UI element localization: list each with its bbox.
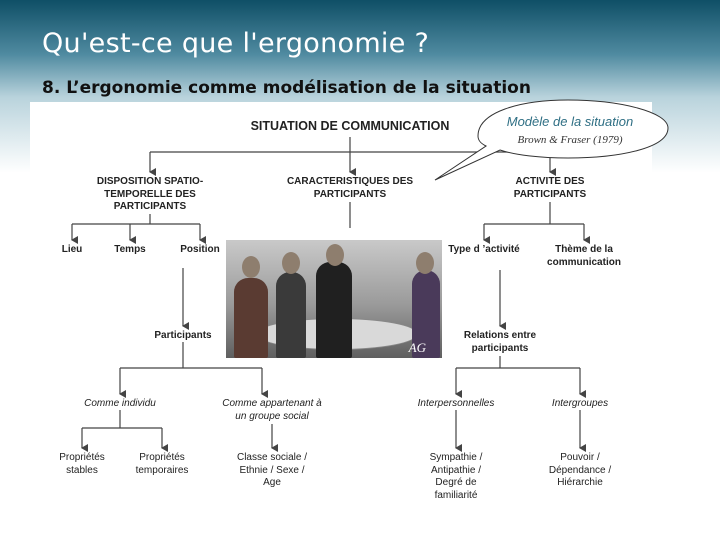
node-proprietes-temporaires: Propriétés temporaires <box>135 452 189 476</box>
bubble-title: Modèle de la situation <box>506 114 634 129</box>
photo-person-2 <box>276 272 306 358</box>
node-sympathie: Sympathie / Antipathie / Degré de famili… <box>429 452 483 501</box>
node-disposition: DISPOSITION SPATIO- TEMPORELLE DES PARTI… <box>96 176 204 212</box>
speech-bubble <box>434 99 669 181</box>
node-situation-communication: SITUATION DE COMMUNICATION <box>250 119 450 133</box>
node-activite: ACTIVITE DES PARTICIPANTS <box>513 176 587 200</box>
node-type-activite: Type d ’activité <box>448 244 520 255</box>
slide-subtitle: 8. L’ergonomie comme modélisation de la … <box>42 78 531 98</box>
node-lieu: Lieu <box>61 244 83 255</box>
node-intergroupes: Intergroupes <box>551 398 609 409</box>
bubble-citation: Brown & Fraser (1979) <box>517 134 623 146</box>
node-groupe-social: Comme appartenant à un groupe social <box>222 398 322 422</box>
node-interpersonnelles: Interpersonnelles <box>417 398 495 409</box>
node-position: Position <box>180 244 220 255</box>
node-proprietes-stables: Propriétés stables <box>59 452 105 476</box>
node-relations: Relations entre participants <box>463 330 537 354</box>
node-comme-individu: Comme individu <box>84 398 156 409</box>
slide-title: Qu'est-ce que l'ergonomie ? <box>42 28 430 59</box>
photo-person-4 <box>412 270 440 358</box>
node-pouvoir: Pouvoir / Dépendance / Hiérarchie <box>548 452 612 488</box>
photo-person-3 <box>316 262 352 358</box>
node-temps: Temps <box>114 244 146 255</box>
node-caracteristiques: CARACTERISTIQUES DES PARTICIPANTS <box>286 176 414 200</box>
node-participants: Participants <box>154 330 212 341</box>
node-classe-sociale: Classe sociale / Ethnie / Sexe / Age <box>236 452 308 488</box>
node-theme: Thème de la communication <box>547 244 621 268</box>
photo-person-1 <box>234 278 268 358</box>
meeting-photo: AG <box>226 240 442 358</box>
photo-label: AG <box>408 340 426 355</box>
